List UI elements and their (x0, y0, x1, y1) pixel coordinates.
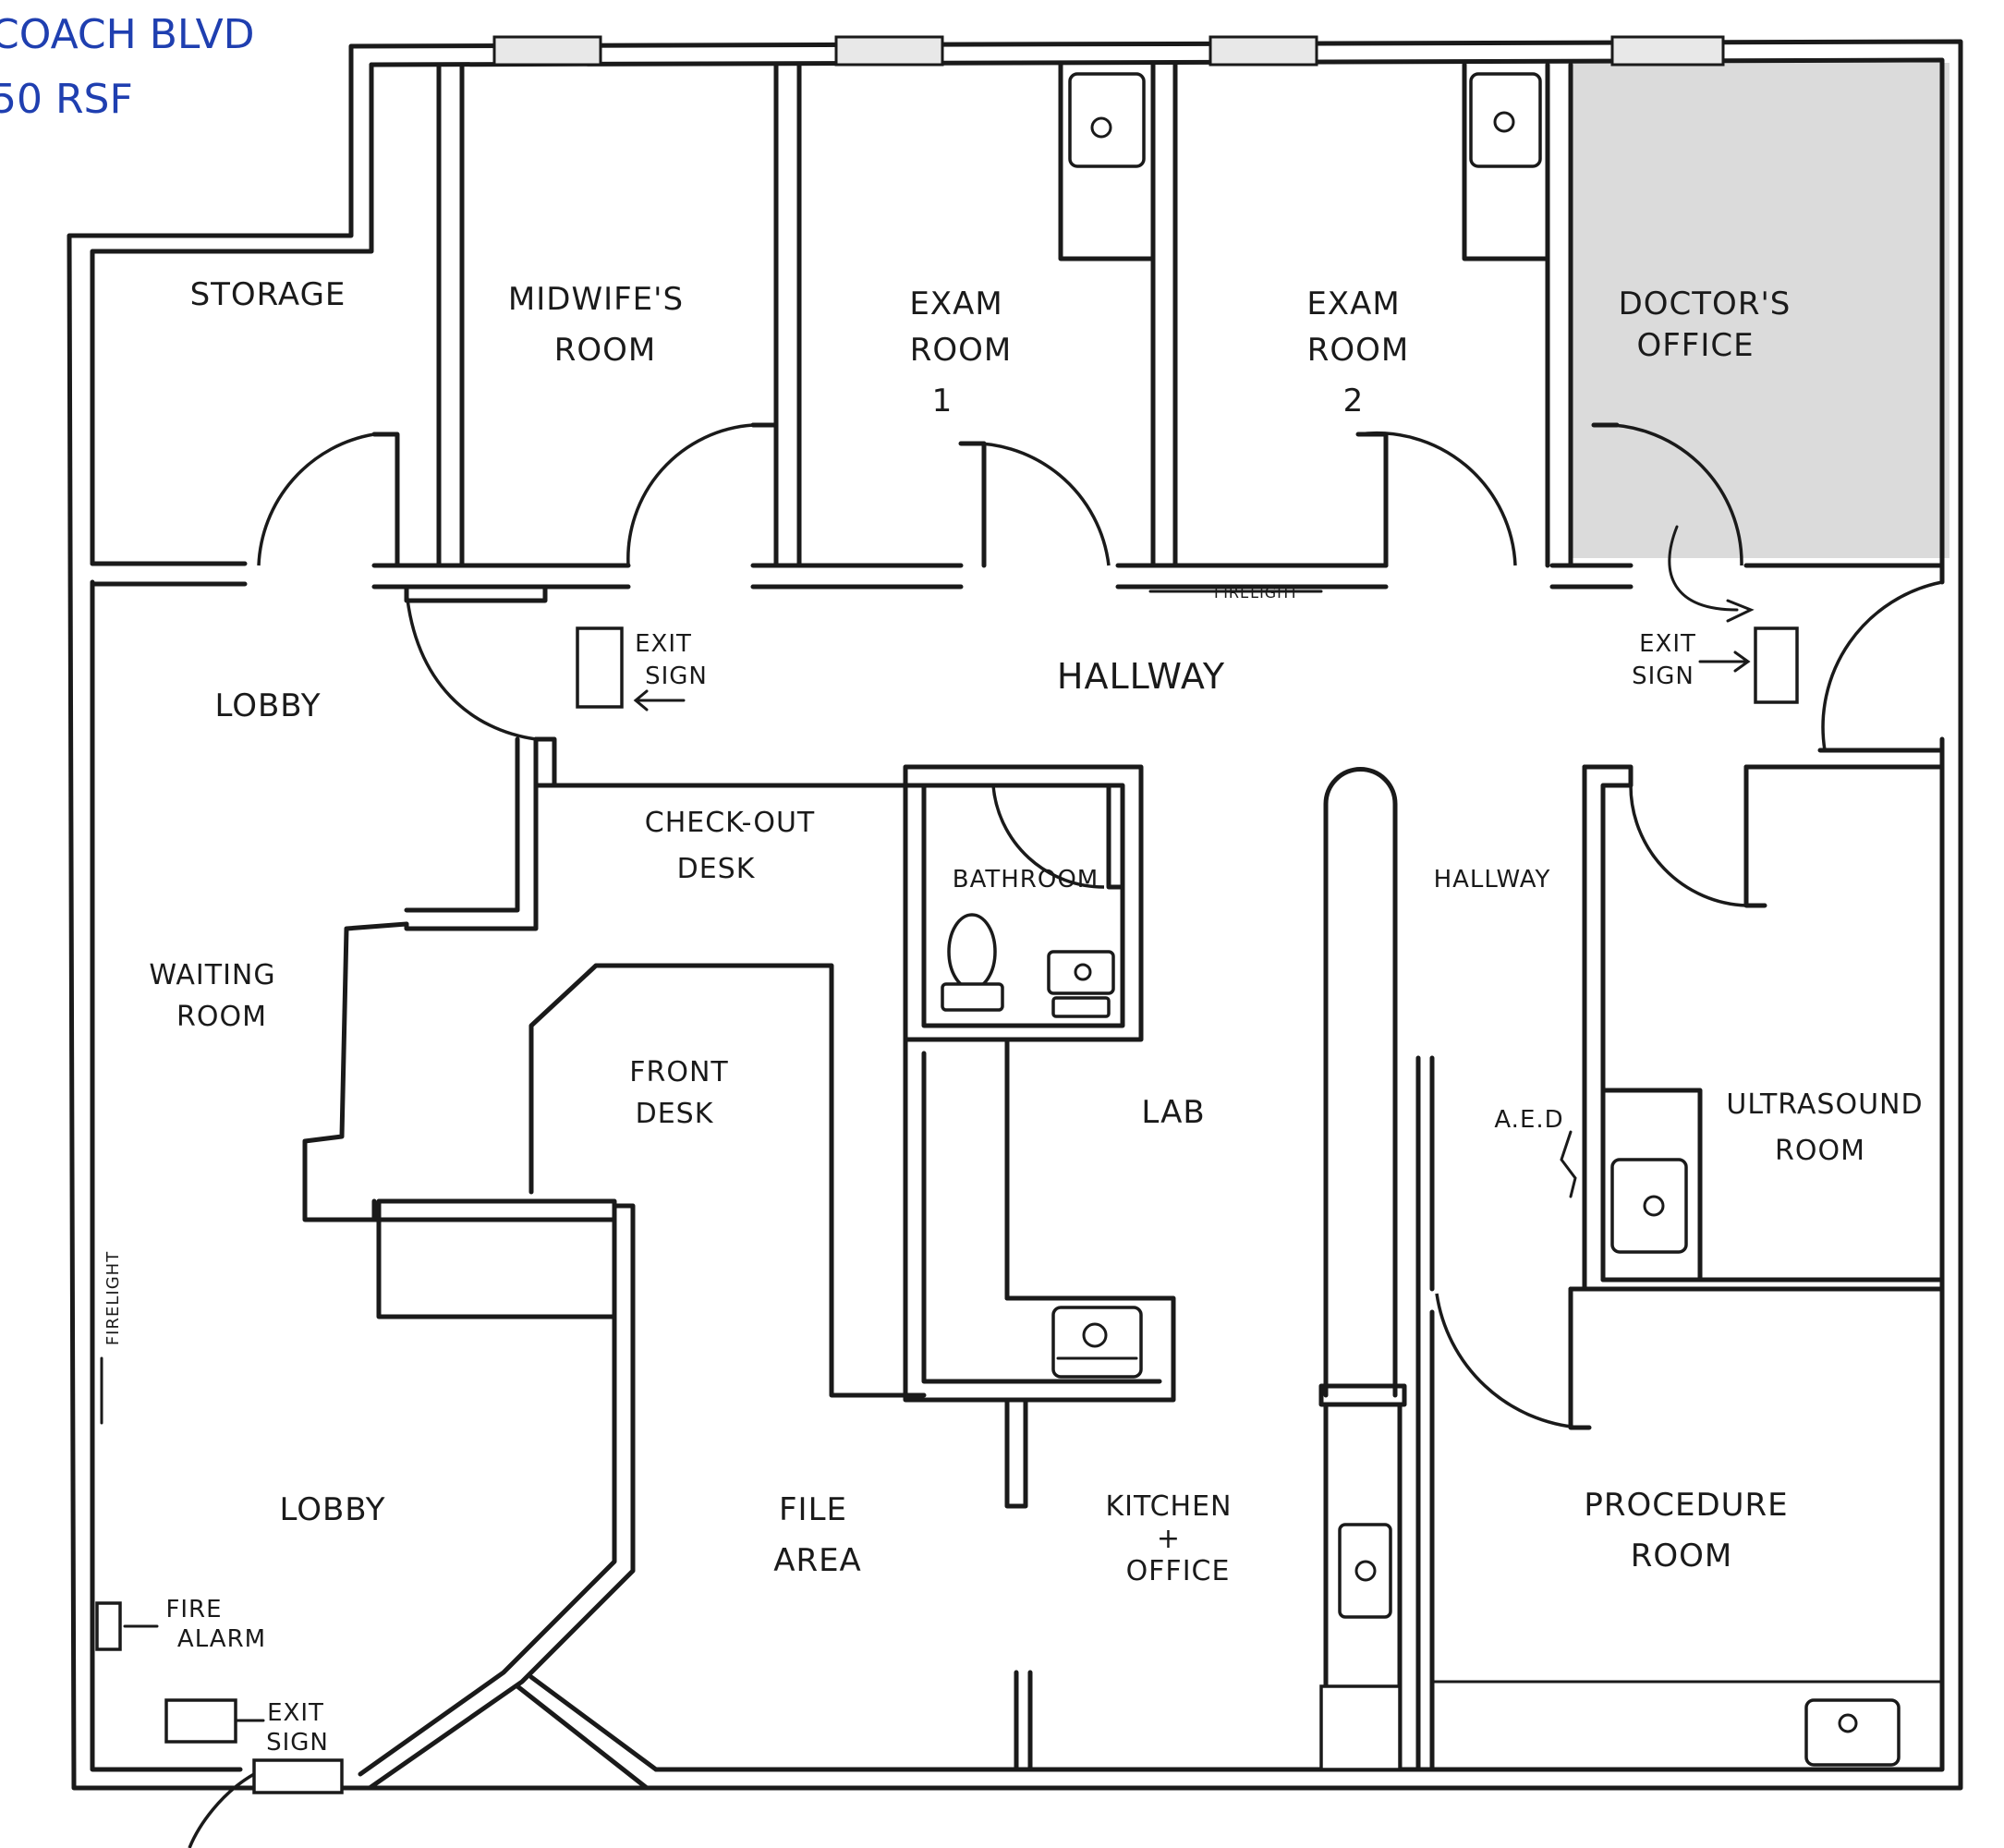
label-file-1: FILE (779, 1491, 847, 1528)
label-doctor-1: DOCTOR'S (1619, 286, 1791, 322)
label-fire-2: ALARM (177, 1625, 266, 1653)
label-hallway-side: HALLWAY (1434, 866, 1551, 894)
note-labels: EXIT SIGN EXIT SIGN EXIT SIGN FIRE ALARM… (103, 584, 1696, 1757)
kitchen-sink (1338, 1523, 1392, 1619)
header-area: 50 RSF (0, 76, 133, 123)
ultrasound-sink (1610, 1158, 1688, 1254)
label-exam2-1: EXAM (1306, 286, 1400, 322)
entry-door (188, 1772, 255, 1848)
label-exam1-2: ROOM (910, 332, 1012, 369)
label-exit3-2: SIGN (266, 1729, 329, 1757)
label-hallway-main: HALLWAY (1057, 656, 1225, 697)
room-labels: STORAGE MIDWIFE'S ROOM EXAM ROOM 1 EXAM … (149, 276, 1923, 1587)
label-checkout-2: DESK (677, 853, 756, 885)
lobby-door (405, 590, 537, 741)
label-waiting-2: ROOM (176, 1001, 267, 1033)
label-exam1-1: EXAM (909, 286, 1002, 322)
side-hallway-walls (1014, 767, 1407, 1772)
label-lab: LAB (1141, 1094, 1205, 1131)
label-fire-1: FIRE (165, 1596, 222, 1623)
label-ultrasound-1: ULTRASOUND (1726, 1088, 1923, 1121)
doctor-arrow (1668, 525, 1739, 612)
front-desk-counter (376, 1198, 617, 1319)
exam-room-fixtures (1058, 62, 1550, 261)
fire-alarm-box (95, 1601, 122, 1651)
label-exam2-2: ROOM (1307, 332, 1409, 369)
label-file-2: AREA (773, 1542, 862, 1579)
safety-fixtures (95, 590, 1799, 1848)
label-exit3-1: EXIT (267, 1699, 324, 1727)
label-front-1: FRONT (629, 1056, 728, 1088)
label-front-2: DESK (636, 1098, 714, 1130)
label-doctor-2: OFFICE (1636, 327, 1754, 364)
label-checkout-1: CHECK-OUT (645, 807, 816, 839)
label-exit1-2: SIGN (645, 663, 708, 690)
window-midwife (492, 35, 602, 67)
label-exam2-3: 2 (1343, 383, 1365, 419)
label-firelight-left: FIRELIGHT (103, 1251, 123, 1345)
right-block-walls (1415, 764, 1945, 1772)
label-bathroom: BATHROOM (953, 866, 1099, 894)
kitchen-appliance (1319, 1684, 1402, 1771)
lab-sink (1051, 1306, 1143, 1379)
label-ultrasound-2: ROOM (1775, 1135, 1865, 1167)
label-firelight-top: FIRELIGHT (1214, 584, 1299, 602)
label-exit2-1: EXIT (1639, 630, 1696, 658)
window-exam1 (834, 35, 944, 67)
label-lobby-top: LOBBY (214, 687, 321, 724)
header-address: COACH BLVD (0, 11, 255, 58)
top-room-doors (257, 422, 1743, 566)
exit-sign-box-2 (1754, 626, 1799, 704)
label-lobby-bottom: LOBBY (279, 1491, 385, 1528)
procedure-sink (1804, 1698, 1901, 1767)
window-exam2 (1208, 35, 1318, 67)
sink-exam2 (1469, 72, 1542, 168)
label-procedure-2: ROOM (1631, 1538, 1732, 1574)
window-doctor (1610, 35, 1725, 67)
header: COACH BLVD 50 RSF (0, 11, 255, 123)
bathroom-lab-walls (903, 764, 1176, 1509)
front-desk-walls (358, 963, 927, 1791)
windows (492, 35, 1725, 67)
bathroom-sink (1047, 950, 1115, 1018)
label-kitchen-3: OFFICE (1126, 1555, 1231, 1587)
label-exit2-2: SIGN (1632, 663, 1694, 690)
label-kitchen-2: + (1157, 1523, 1181, 1555)
exit-sign-box-3 (164, 1698, 237, 1744)
exit-sign-box-1 (576, 626, 624, 709)
doctors-office-shading (1569, 63, 1949, 558)
label-waiting-1: WAITING (149, 959, 275, 991)
label-aed: A.E.D (1494, 1106, 1563, 1134)
label-storage: STORAGE (190, 276, 346, 313)
entry-door-frame (252, 1758, 344, 1794)
label-exam1-3: 1 (932, 383, 953, 419)
label-midwife-2: ROOM (554, 332, 656, 369)
label-exit1-1: EXIT (635, 630, 692, 658)
label-procedure-1: PROCEDURE (1584, 1487, 1788, 1524)
bathroom-toilet (941, 913, 1004, 1012)
label-kitchen-1: KITCHEN (1106, 1490, 1233, 1523)
label-midwife-1: MIDWIFE'S (508, 281, 684, 318)
